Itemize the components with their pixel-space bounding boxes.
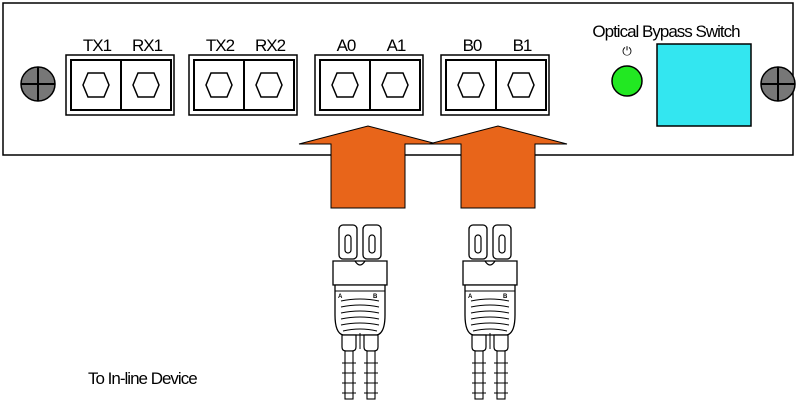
power-icon: ⏻ (622, 44, 632, 58)
connector-b-left-mark: A (468, 294, 473, 300)
port-label-rx2: RX2 (255, 36, 286, 55)
port-tx2[interactable] (193, 59, 245, 111)
caption-label: To In-line Device (88, 369, 197, 388)
fiber-connector-a: A B (332, 224, 388, 400)
connector-a-right-mark: B (373, 294, 378, 300)
port-b0[interactable] (445, 59, 497, 111)
right-screw-icon (760, 66, 796, 102)
insert-arrow-b (428, 125, 568, 209)
port-group-b0-b1: B0 B1 (440, 36, 550, 116)
port-group-a0-a1: A0 A1 (314, 36, 424, 116)
port-label-a0: A0 (337, 36, 356, 55)
power-led (611, 65, 643, 97)
bypass-switch-button[interactable] (656, 43, 752, 127)
port-rx1[interactable] (120, 59, 172, 111)
port-a1[interactable] (369, 59, 421, 111)
port-label-b0: B0 (463, 36, 482, 55)
port-label-b1: B1 (513, 36, 532, 55)
port-rx2[interactable] (243, 59, 295, 111)
port-a0[interactable] (319, 59, 371, 111)
left-screw-icon (20, 66, 56, 102)
insert-arrow-a (298, 125, 438, 209)
port-label-rx1: RX1 (132, 36, 163, 55)
connector-a-left-mark: A (338, 294, 343, 300)
port-tx1[interactable] (70, 59, 122, 111)
port-label-a1: A1 (387, 36, 406, 55)
port-b1[interactable] (495, 59, 547, 111)
port-group-tx1-rx1: TX1 RX1 (65, 36, 175, 116)
port-label-tx2: TX2 (206, 36, 235, 55)
connector-b-right-mark: B (503, 294, 508, 300)
bypass-switch-title: Optical Bypass Switch (592, 22, 740, 41)
port-group-tx2-rx2: TX2 RX2 (188, 36, 298, 116)
port-label-tx1: TX1 (83, 36, 112, 55)
fiber-connector-b: A B (462, 224, 518, 400)
